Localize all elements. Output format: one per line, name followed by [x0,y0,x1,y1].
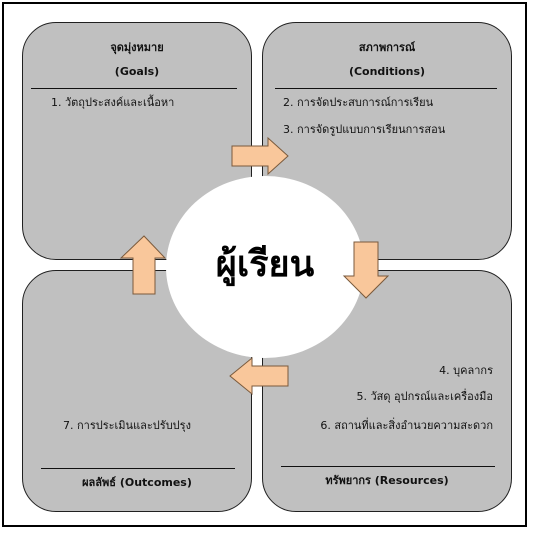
goals-title-th: จุดมุ่งหมาย [110,41,164,54]
conditions-title-en: (Conditions) [348,65,426,78]
conditions-item-3: 3. การจัดรูปแบบการเรียนการสอน [283,123,446,136]
arrow-up-icon [119,235,167,295]
resources-item-4: 4. บุคลากร [439,364,493,377]
resources-item-6: 6. สถานที่และสิ่งอำนวยความสะดวก [320,419,493,432]
center-label: ผู้เรียน [215,244,315,285]
outcomes-item-7: 7. การประเมินและปรับปรุง [63,419,191,432]
conditions-title-th: สภาพการณ์ [358,41,416,54]
conditions-divider [275,88,497,89]
goals-item-1: 1. วัตถุประสงค์และเนื้อหา [51,96,175,109]
conditions-item-2: 2. การจัดประสบการณ์การเรียน [283,96,434,109]
goals-panel: จุดมุ่งหมาย (Goals) 1. วัตถุประสงค์และเน… [22,22,252,260]
goals-title-en: (Goals) [114,65,160,78]
goals-divider [31,88,237,89]
resources-item-5: 5. วัสดุ อุปกรณ์และเครื่องมือ [356,390,494,403]
outcomes-divider [41,468,235,469]
center-circle [166,176,364,358]
outcomes-title: ผลลัพธ์ (Outcomes) [82,476,192,489]
arrow-down-icon [342,241,390,299]
arrow-left-icon [229,356,289,396]
resources-divider [281,466,495,467]
arrow-right-icon [231,136,289,176]
resources-title: ทรัพยากร (Resources) [325,474,449,487]
